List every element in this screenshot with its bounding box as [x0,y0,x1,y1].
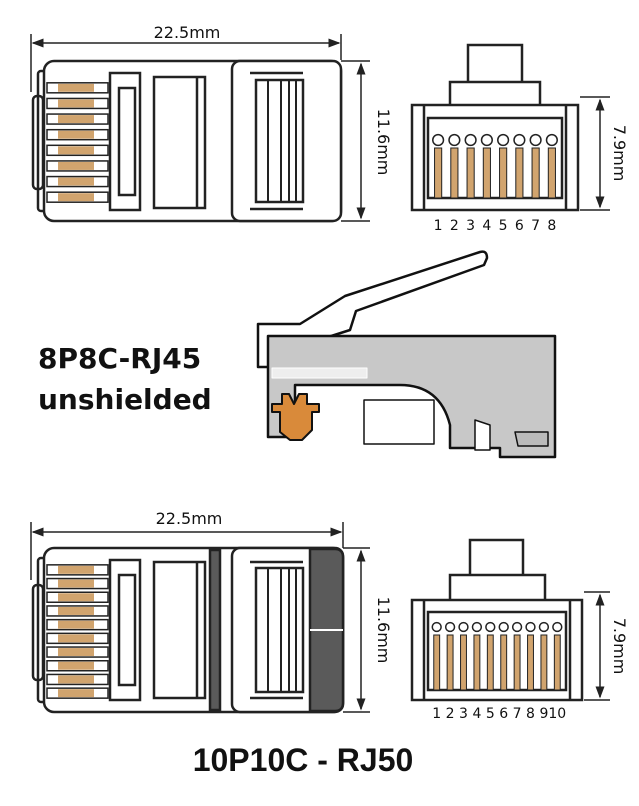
pin-hole [471,621,483,633]
gold-contact [58,146,94,155]
gold-contact [58,565,94,574]
pin-number: 7 [513,706,522,722]
gold-contact [58,661,94,670]
pin-hole [431,621,442,633]
pin-hole [480,133,493,147]
pin-hole [432,133,445,147]
gold-contact [58,689,94,698]
rj50-top-view [30,522,370,714]
pin-number: 1 [434,218,443,234]
rj45-name: 8P8C-RJ45 [38,342,202,375]
gold-contact [58,193,94,202]
pin-number: 1 [432,706,441,722]
gold-pin [450,147,459,199]
gold-contact [58,130,94,139]
rj50-title: 10P10C - RJ50 [192,742,414,778]
pin-number: 8 [547,218,556,234]
rj50-front-view [410,538,610,702]
gold-pin [499,147,508,199]
pin-number: 4 [482,218,491,234]
gold-pin [547,147,556,199]
gold-pin [482,147,491,199]
pin-number: 3 [459,706,468,722]
pin-number: 8 [526,706,535,722]
gold-contact [58,115,94,124]
gold-pin [473,634,481,691]
pin-hole [485,621,496,633]
gold-contact [58,675,94,684]
gold-pin [433,634,441,691]
rj45-front-view [410,43,610,212]
gold-contact [58,161,94,170]
front-height-label: 7.9mm [610,125,629,182]
gold-contact [58,593,94,602]
length-label: 22.5mm [156,509,223,528]
pin-number: 2 [446,706,455,722]
pin-number: 6 [515,218,524,234]
front-height-label: 7.9mm [610,618,629,675]
gold-pin [460,634,467,691]
pin-hole [464,133,477,147]
gold-pin [434,147,443,199]
pin-number: 10 [548,706,566,722]
gold-pin [540,634,548,691]
gold-contact [58,620,94,629]
pin-hole [448,133,461,147]
gold-pin [553,634,561,691]
gold-pin [527,634,534,691]
gold-contact [58,177,94,186]
gold-contact [58,648,94,657]
pin-hole [511,621,523,633]
gold-pin [513,634,521,691]
pin-number: 7 [531,218,540,234]
pin-hole [545,133,558,147]
gold-pin [466,147,475,199]
pin-number: 5 [486,706,495,722]
gold-pin [446,634,454,691]
gold-pin [500,634,508,691]
pin-number: 5 [499,218,508,234]
gold-contact [58,579,94,588]
pin-number: 6 [499,706,508,722]
pin-hole [513,133,526,147]
pin-number: 2 [450,218,459,234]
height-label: 11.6mm [374,109,393,176]
pin-number: 4 [472,706,481,722]
pin-hole [538,621,550,633]
pin-number: 9 [539,706,548,722]
gold-contact [58,83,94,92]
rj45-title: 8P8C-RJ45 unshielded [38,338,212,420]
rj45-top-view [30,34,370,223]
gold-pin [515,147,524,199]
pin-hole [458,621,469,633]
gold-contact [58,634,94,643]
gold-pin [486,634,494,691]
rj45-shielding: unshielded [38,383,212,416]
length-label: 22.5mm [154,23,221,42]
pin-hole [497,133,510,147]
height-label: 11.6mm [374,597,393,664]
pin-hole [525,621,536,633]
gold-pin [531,147,540,199]
pin-hole [444,621,456,633]
pin-number: 3 [466,218,475,234]
gold-contact [58,99,94,108]
rj45-side-section [256,250,557,459]
pin-hole [529,133,542,147]
gold-contact [58,606,94,615]
pin-hole [498,621,509,633]
pin-hole [552,621,563,633]
